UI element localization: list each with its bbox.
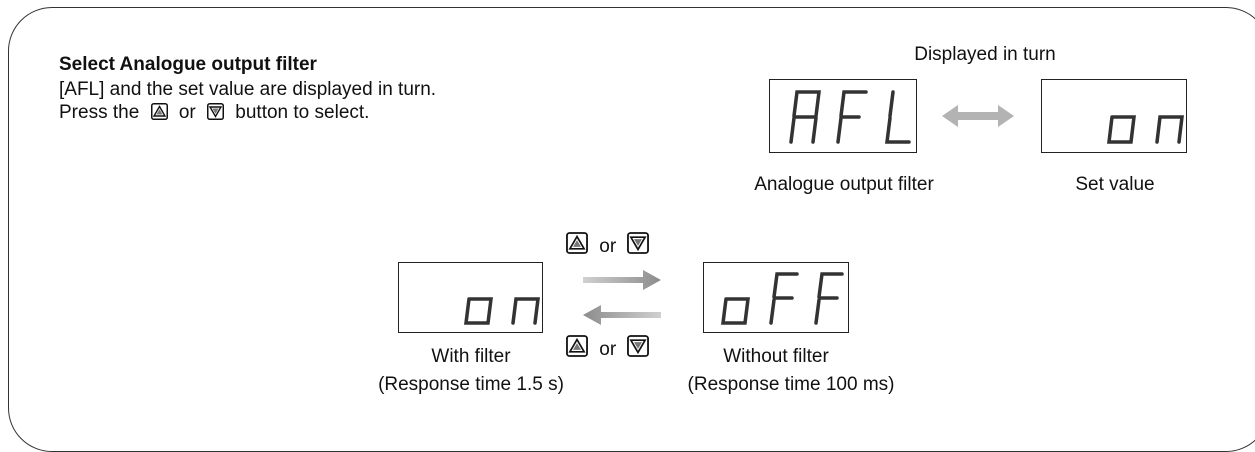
or-text: or [178, 102, 196, 123]
set-value-display [1041, 79, 1187, 153]
or-text-top: or [599, 236, 617, 257]
top-button-choice: or [566, 232, 650, 258]
off-display-segments [721, 272, 844, 325]
displayed-in-turn-caption: Displayed in turn [914, 44, 1056, 65]
with-filter-response-time: (Response time 1.5 s) [378, 374, 564, 395]
down-button-icon [627, 232, 650, 254]
on-display-segments [1107, 115, 1184, 144]
down-button-icon [207, 103, 225, 120]
with-filter-display [398, 262, 543, 333]
up-button-icon [150, 103, 168, 120]
right-arrow-icon [583, 270, 661, 290]
without-filter-display [703, 262, 849, 333]
afl-display [769, 79, 917, 153]
or-text-bottom: or [599, 339, 617, 360]
left-arrow-icon [583, 305, 661, 325]
instruction-line-1: [AFL] and the set value are displayed in… [59, 79, 437, 100]
instruction-line-2: Press the or button to select. [59, 102, 369, 124]
button-to-select-text: button to select. [235, 102, 370, 123]
bottom-button-choice: or [566, 335, 650, 361]
with-filter-label: With filter [431, 346, 511, 367]
on-display-segments [464, 297, 540, 325]
down-button-icon [627, 335, 650, 357]
afl-display-segments [789, 90, 911, 144]
double-arrow-icon [942, 105, 1014, 127]
set-value-label: Set value [1075, 174, 1155, 195]
without-filter-label: Without filter [723, 346, 829, 367]
up-button-icon [566, 232, 588, 254]
press-the-text: Press the [59, 102, 140, 123]
instruction-title: Select Analogue output filter [59, 54, 317, 75]
afl-display-label: Analogue output filter [754, 174, 934, 195]
without-filter-response-time: (Response time 100 ms) [687, 374, 895, 395]
up-button-icon [566, 335, 588, 357]
